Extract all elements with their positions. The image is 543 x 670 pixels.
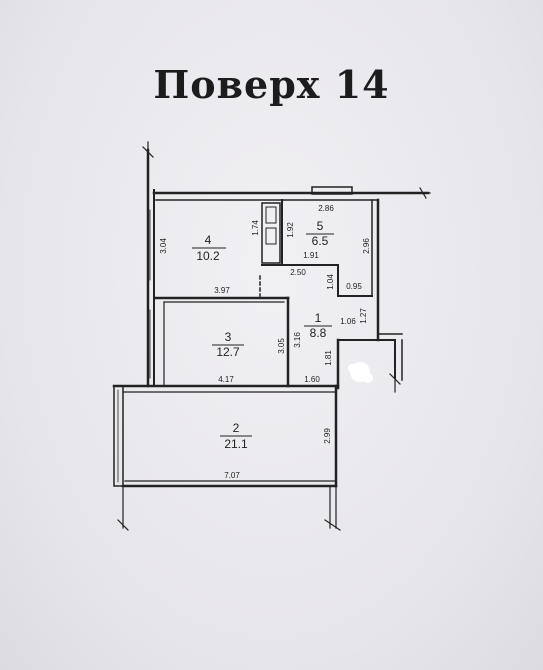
dim-1-81: 1.81 (324, 350, 333, 366)
shaft-inner-top (265, 206, 277, 224)
dim-1-60: 1.60 (304, 375, 320, 384)
room-1-number: 1 (315, 311, 322, 325)
dim-2-96: 2.96 (362, 238, 371, 254)
room-2-number: 2 (233, 421, 240, 435)
room-4-number: 4 (205, 233, 212, 247)
dim-2-86: 2.86 (318, 204, 334, 213)
entrance-marker (348, 362, 373, 383)
dim-1-27: 1.27 (359, 308, 368, 324)
dim-1-74: 1.74 (251, 220, 260, 236)
floor-title: Поверх 14 (153, 62, 390, 107)
dim-1-92: 1.92 (286, 222, 295, 238)
room-3-area: 12.7 (216, 345, 240, 359)
axis-tick-1 (142, 146, 154, 158)
room-3-number: 3 (225, 330, 232, 344)
dim-3-97: 3.97 (214, 286, 230, 295)
room-4-area: 10.2 (196, 249, 220, 263)
ventilation-shaft (261, 202, 281, 264)
dim-3-05: 3.05 (277, 338, 286, 354)
dim-3-16: 3.16 (293, 332, 302, 348)
axis-tick-5 (389, 373, 401, 385)
dim-7-07: 7.07 (224, 471, 240, 480)
shaft-inner-bottom (265, 227, 277, 245)
dim-2-99: 2.99 (323, 428, 332, 444)
room-1-area: 8.8 (310, 326, 327, 340)
room-2-area: 21.1 (224, 437, 248, 451)
dim-2-50: 2.50 (290, 268, 306, 277)
dim-4-17: 4.17 (218, 375, 234, 384)
axis-tick-3 (117, 519, 129, 531)
axis-tick-4 (324, 519, 341, 531)
axis-tick-2 (419, 187, 427, 199)
dim-0-95: 0.95 (346, 282, 362, 291)
dim-3-04: 3.04 (159, 238, 168, 254)
dim-1-04: 1.04 (326, 274, 335, 290)
room-5-number: 5 (317, 219, 324, 233)
top-window (311, 186, 353, 195)
dim-1-91: 1.91 (303, 251, 319, 260)
dim-1-06: 1.06 (340, 317, 356, 326)
balcony-left-window (113, 385, 124, 487)
room-5-area: 6.5 (312, 234, 329, 248)
